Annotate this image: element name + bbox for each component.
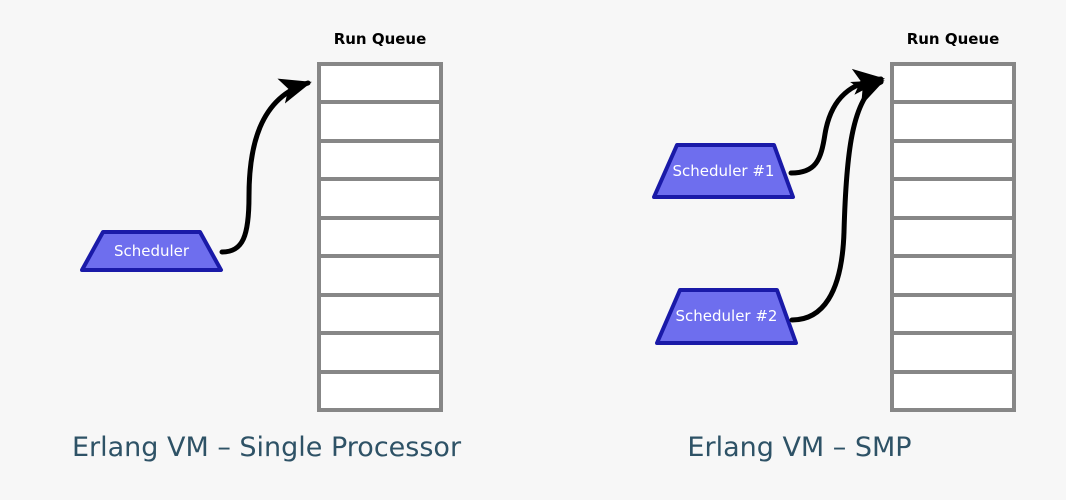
- queue-cell: [890, 62, 1016, 105]
- queue-cell: [890, 331, 1016, 374]
- panel-single-processor: Run Queue Scheduler: [71, 30, 462, 463]
- scheduler-label: Scheduler #1: [672, 161, 775, 180]
- scheduler-label: Scheduler #2: [675, 307, 778, 325]
- panel-smp: Run Queue Scheduler #1 Scheduler #2: [533, 0, 1066, 500]
- run-queue-label: Run Queue: [333, 30, 427, 48]
- queue-cell: [890, 292, 1016, 336]
- scheduler-shape-scheduler[interactable]: Scheduler: [80, 230, 223, 272]
- queue-cell: [890, 138, 1016, 182]
- queue-cell: [317, 254, 443, 297]
- queue-cell: [317, 369, 443, 412]
- scheduler-shape-scheduler-1[interactable]: Scheduler #1: [652, 143, 795, 199]
- scheduler-shape-scheduler-2[interactable]: Scheduler #2: [655, 288, 798, 345]
- trapezoid-icon: [80, 230, 223, 272]
- queue-cell: [317, 292, 443, 336]
- arrow-scheduler1-to-queue: [788, 68, 885, 176]
- arrow-scheduler-to-queue: [219, 78, 312, 255]
- trapezoid-icon: [655, 288, 798, 345]
- queue-cell: [890, 215, 1016, 259]
- run-queue-label: Run Queue: [906, 30, 1000, 48]
- queue-cell: [317, 331, 443, 374]
- queue-cell: [890, 100, 1016, 143]
- scheduler-label: Scheduler: [113, 241, 190, 260]
- queue-cell: [317, 138, 443, 182]
- queue-cell: [317, 100, 443, 143]
- queue-cell: [317, 215, 443, 259]
- queue-cell: [890, 177, 1016, 220]
- queue-cell: [317, 177, 443, 220]
- panel-caption: Erlang VM – SMP: [687, 432, 912, 463]
- queue-cell: [317, 62, 443, 105]
- arrow-scheduler2-to-queue: [789, 79, 885, 323]
- panel-caption: Erlang VM – Single Processor: [71, 432, 462, 463]
- run-queue: [890, 62, 1016, 412]
- run-queue: [317, 62, 443, 412]
- queue-cell: [890, 369, 1016, 412]
- queue-cell: [890, 254, 1016, 297]
